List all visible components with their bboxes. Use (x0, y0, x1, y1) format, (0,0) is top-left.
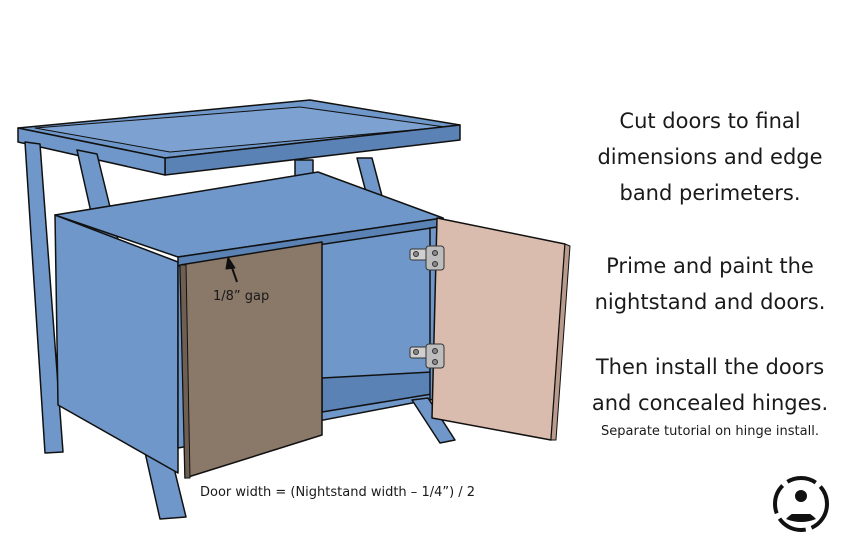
step-line: band perimeters. (619, 181, 801, 205)
left-door (179, 241, 323, 479)
right-door (431, 217, 566, 441)
step-line: Cut doors to final (619, 109, 801, 133)
lower-hinge (409, 343, 445, 369)
woodworker-logo-icon (773, 476, 829, 532)
top-shelf-side-edge (17, 127, 166, 176)
step-line: Then install the doors (595, 355, 825, 379)
front-left-leg (24, 141, 64, 454)
gap-arrow-head (225, 256, 236, 270)
step-prime-paint: Prime and paint the nightstand and doors… (580, 248, 840, 320)
gap-label: 1/8” gap (213, 289, 270, 304)
step-install-doors: Then install the doors and concealed hin… (580, 349, 840, 421)
step-line: and concealed hinges. (591, 391, 829, 415)
step-line: Prime and paint the (606, 254, 814, 278)
hinge-tutorial-note: Separate tutorial on hinge install. (601, 424, 819, 439)
door-width-formula: Door width = (Nightstand width – 1/4”) /… (200, 485, 476, 500)
cabinet-side-panel (54, 214, 179, 474)
right-front-leg (411, 397, 456, 444)
upper-hinge (409, 245, 445, 271)
step-line: dimensions and edge (597, 145, 823, 169)
step-cut-doors: Cut doors to final dimensions and edge b… (580, 103, 840, 211)
step-line: nightstand and doors. (594, 290, 826, 314)
